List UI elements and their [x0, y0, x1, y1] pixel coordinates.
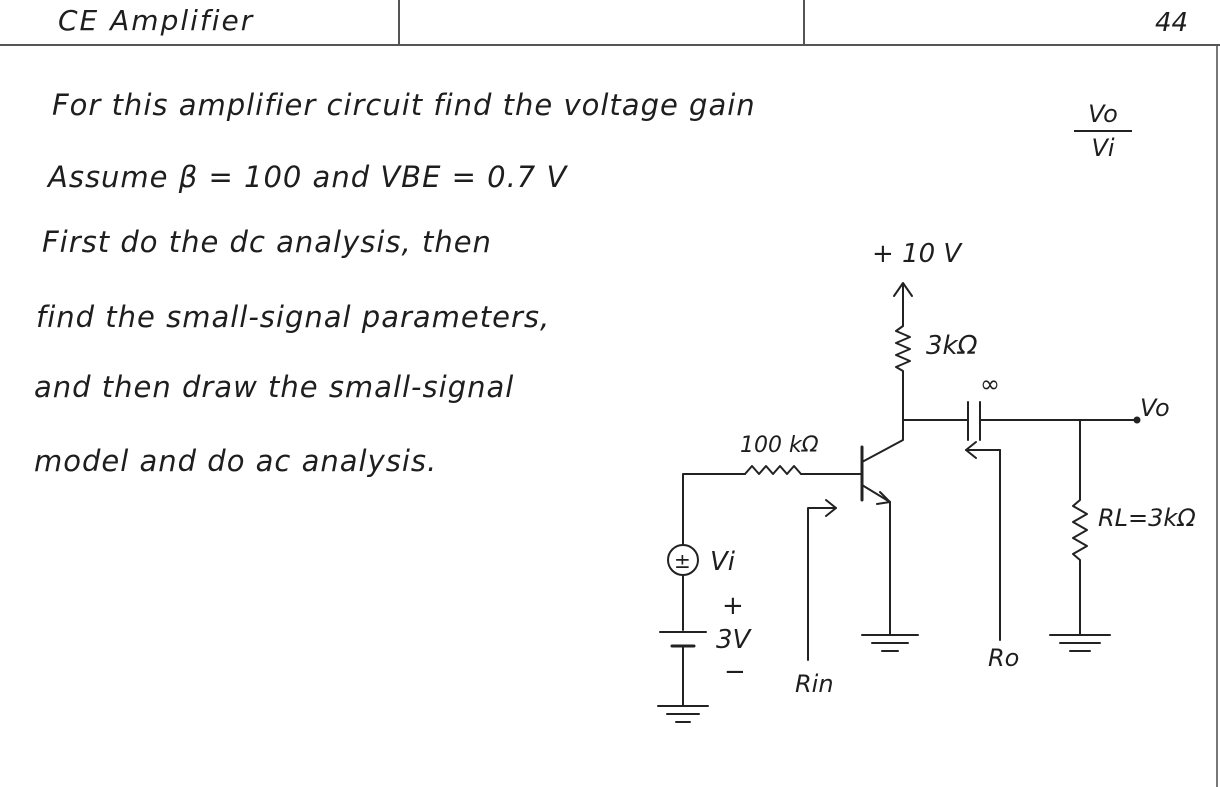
battery-plus: +	[722, 591, 744, 621]
transistor-emitter	[861, 484, 891, 503]
ground-icon	[861, 634, 919, 652]
header-divider	[398, 0, 400, 46]
ground-icon	[657, 705, 709, 723]
transistor-collector	[861, 419, 904, 463]
supply-arrow-icon	[893, 282, 913, 297]
collector-resistor	[895, 317, 911, 421]
load-resistor-label: RL=3kΩ	[1098, 504, 1196, 532]
ro-arrow-icon	[965, 441, 977, 459]
rin-indicator-line	[807, 507, 837, 661]
base-resistor	[744, 465, 802, 475]
header-rule	[0, 44, 1220, 46]
problem-line-5: and then draw the small-signal	[34, 370, 515, 404]
page-number: 44	[1155, 8, 1189, 38]
problem-line-6: model and do ac analysis.	[34, 444, 438, 478]
collector-resistor-label: 3kΩ	[926, 331, 978, 361]
source-label: Vi	[710, 547, 736, 577]
ground-icon	[1049, 634, 1111, 652]
gain-numerator: Vo	[1074, 100, 1132, 132]
source-wire	[682, 473, 746, 546]
problem-line-3: First do the dc analysis, then	[42, 225, 492, 259]
page-edge	[1216, 46, 1218, 787]
source-symbol: ±	[674, 549, 691, 573]
output-terminal	[1133, 416, 1141, 424]
load-resistor	[1072, 419, 1088, 636]
rin-label: Rin	[795, 670, 834, 698]
gain-fraction: Vo Vi	[1074, 100, 1132, 162]
header-divider	[803, 0, 805, 46]
page-title: CE Amplifier	[58, 4, 255, 37]
battery-minus: −	[724, 657, 746, 687]
battery-value: 3V	[716, 625, 753, 655]
rin-arrow-icon	[825, 499, 837, 517]
output-label: Vo	[1140, 394, 1170, 422]
ro-label: Ro	[988, 644, 1019, 672]
problem-line-2: Assume β = 100 and VBE = 0.7 V	[48, 160, 568, 194]
problem-line-1: For this amplifier circuit find the volt…	[52, 88, 756, 122]
capacitor-label: ∞	[980, 370, 1000, 398]
base-resistor-label: 100 kΩ	[740, 433, 819, 458]
gain-denominator: Vi	[1091, 134, 1115, 162]
problem-line-4: find the small-signal parameters,	[36, 300, 551, 334]
supply-label: + 10 V	[872, 239, 963, 269]
